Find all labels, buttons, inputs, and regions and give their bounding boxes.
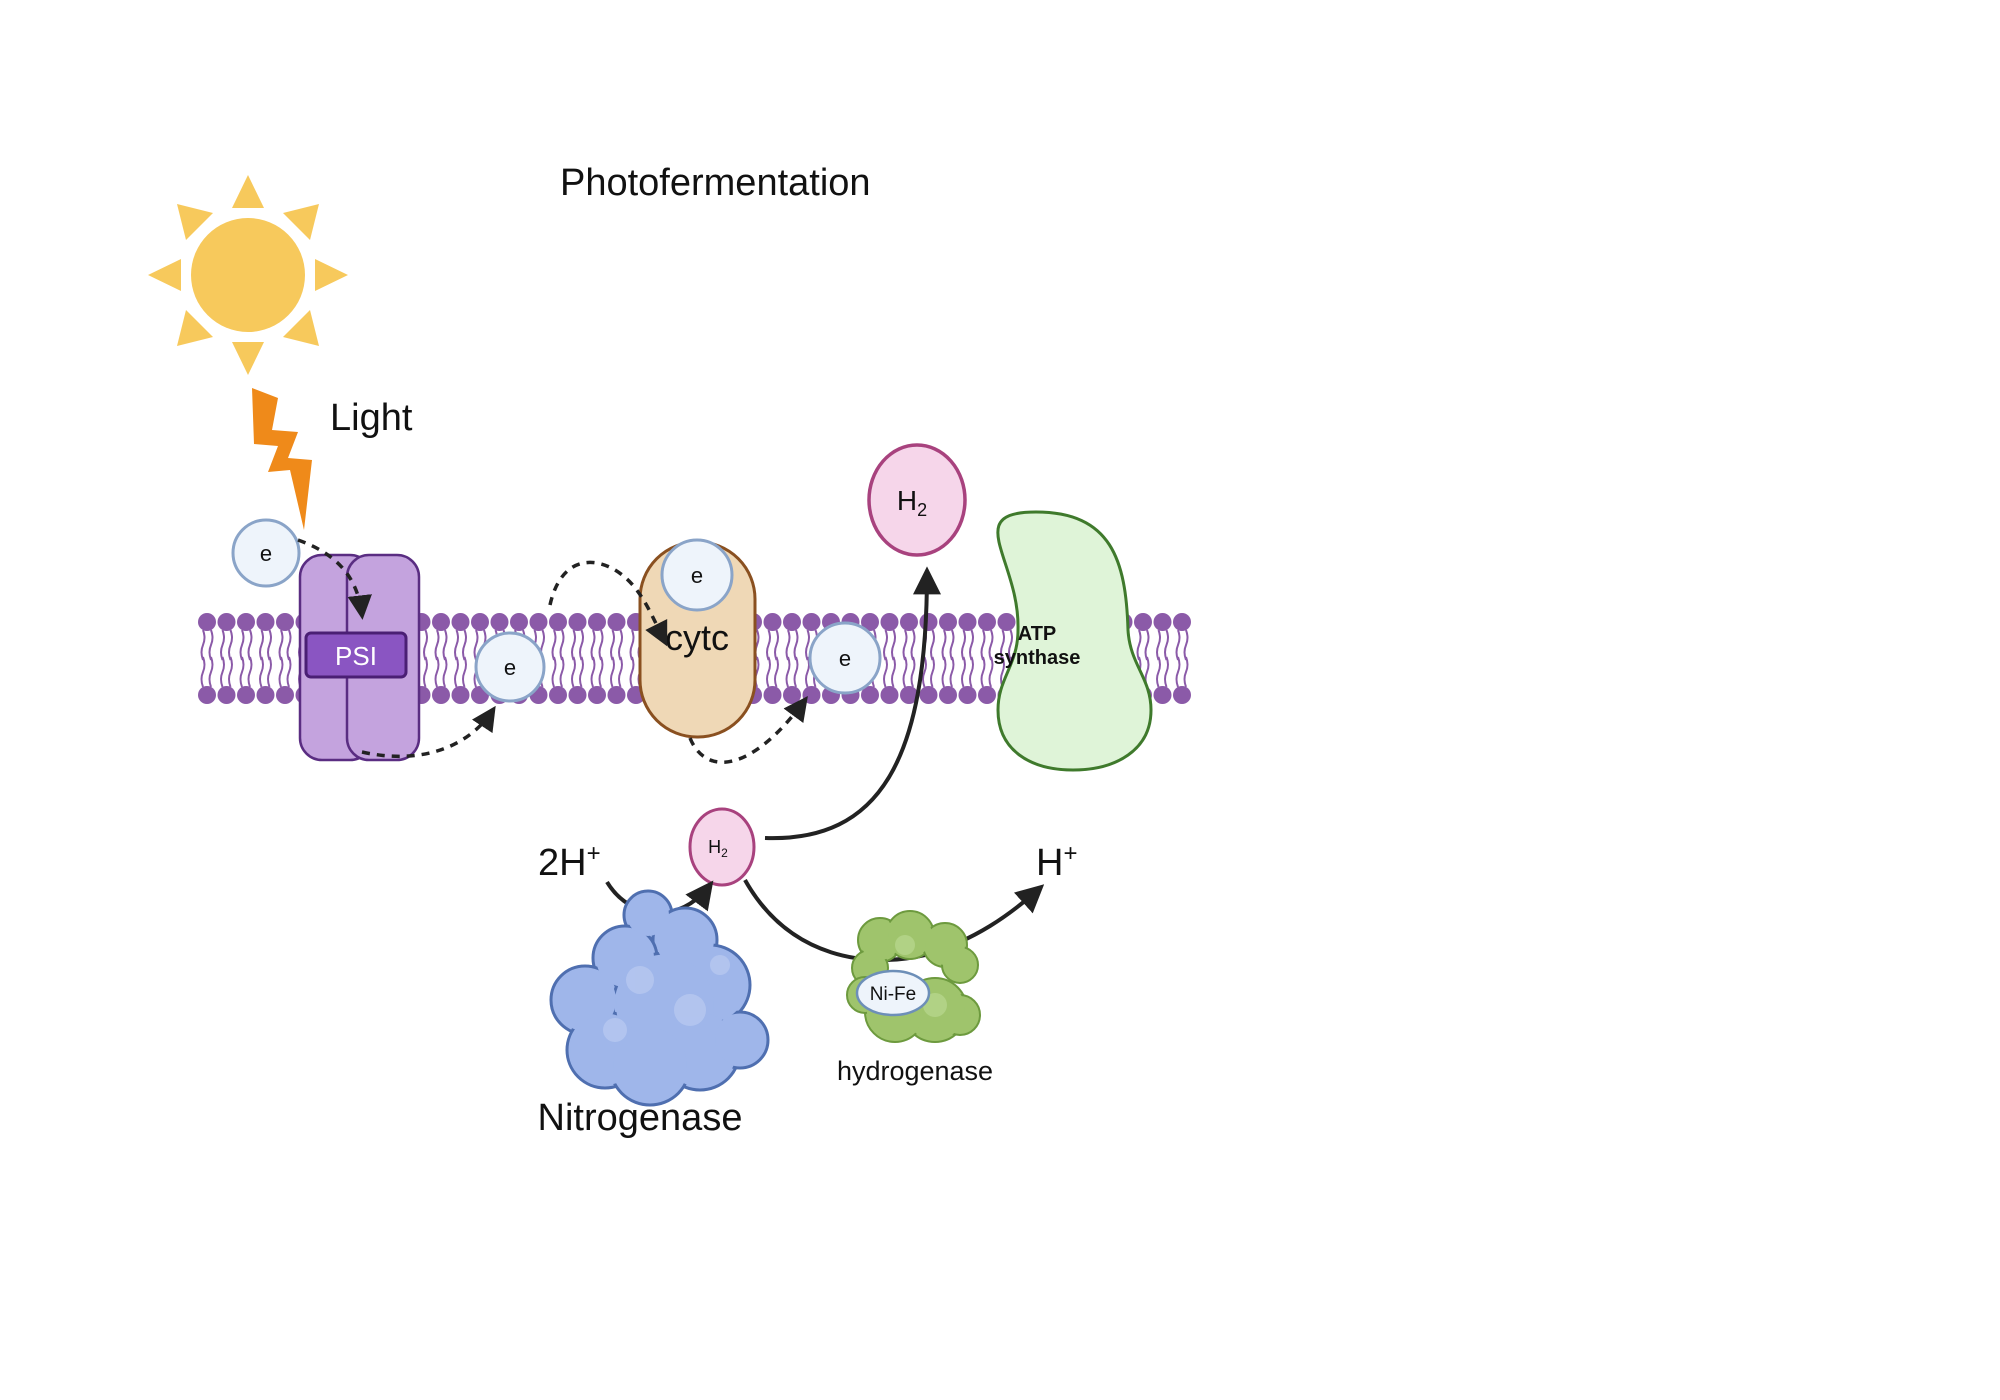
psi-label: PSI — [335, 641, 377, 671]
nitrogenase-protein-icon — [549, 889, 770, 1107]
atp-label-line1: ATP — [1018, 623, 1057, 645]
h2-molecule-large: H2 — [867, 443, 967, 557]
arrow-electron-to-psi — [297, 538, 372, 620]
nife-site — [855, 969, 931, 1017]
atp-synthase: ATP synthase — [994, 510, 1153, 772]
nife-label: Ni-Fe — [870, 984, 916, 1005]
electron-1: e — [231, 518, 301, 588]
arrow-electron-to-cytc — [548, 560, 668, 647]
electron-3: e — [660, 538, 734, 612]
sun-icon — [148, 175, 348, 375]
psi-complex: PSI — [298, 553, 421, 762]
proton-out-label: H+ — [1036, 840, 1077, 884]
electron-2: e — [474, 631, 546, 703]
diagram-title: Photofermentation — [560, 162, 871, 204]
cytc-label: cytc — [665, 617, 729, 658]
svg-text:e: e — [504, 655, 516, 680]
hydrogenase-protein-icon: Ni-Fe — [846, 910, 981, 1043]
svg-text:e: e — [691, 563, 703, 588]
light-label: Light — [330, 397, 413, 439]
svg-text:H2: H2 — [897, 485, 927, 520]
svg-text:e: e — [839, 646, 851, 671]
svg-text:e: e — [260, 541, 272, 566]
atp-label-line2: synthase — [994, 647, 1081, 669]
svg-text:H2: H2 — [708, 837, 728, 860]
electron-transfer-arrows — [297, 538, 808, 764]
proton-in-label: 2H+ — [538, 840, 601, 884]
arrow-h2-to-membrane — [764, 566, 941, 841]
h2-molecule-small: H2 — [688, 807, 756, 887]
nitrogenase-label: Nitrogenase — [538, 1097, 743, 1139]
arrow-psi-to-electron — [361, 705, 496, 759]
electron-4: e — [808, 621, 882, 695]
lightning-icon — [252, 388, 312, 530]
hydrogenase-label: hydrogenase — [837, 1056, 993, 1086]
